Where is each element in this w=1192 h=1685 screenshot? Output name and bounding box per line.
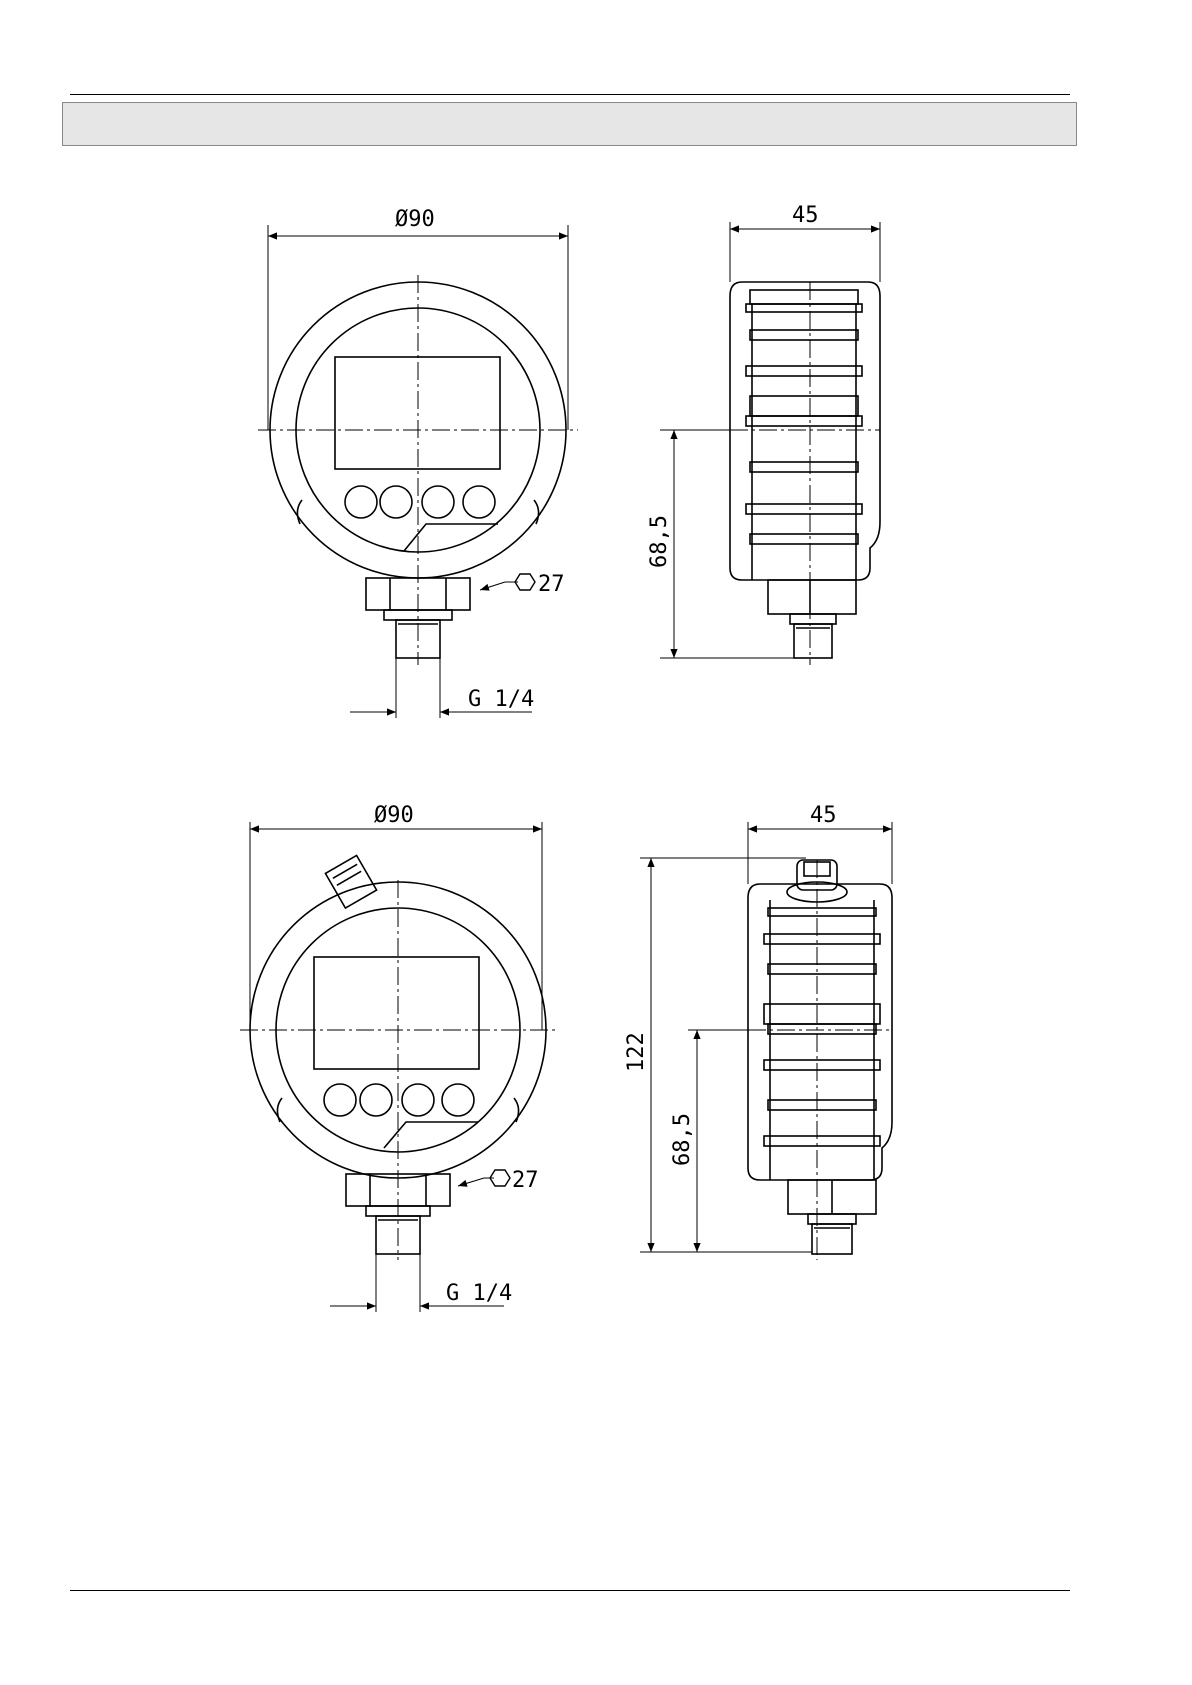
key-button [380,486,412,518]
height-label: 68,5 [647,515,672,568]
side-hex-nut [768,580,856,614]
bottom-side-labels: 45 122 68,5 [624,803,837,1166]
hex-size-label: 27 [538,572,565,597]
key-button [360,1084,392,1116]
key-button [463,486,495,518]
diameter-label: Ø90 [374,803,414,828]
key-button [345,486,377,518]
top-side-view [660,222,880,665]
cooling-ribs [764,900,880,1180]
bottom-side-view [640,822,892,1260]
cooling-ribs [746,290,862,580]
side-thread [794,624,832,658]
diameter-label: Ø90 [395,207,435,232]
display-window [314,957,479,1069]
width-label: 45 [792,203,819,228]
thread-label: G 1/4 [468,687,534,712]
height-label: 68,5 [670,1113,695,1166]
width-label: 45 [810,803,837,828]
bottom-front-labels: Ø90 27 G 1/4 [374,803,539,1306]
hex-size-label: 27 [512,1168,539,1193]
key-button [422,486,454,518]
side-collar [790,614,836,624]
key-button [324,1084,356,1116]
thread-label: G 1/4 [446,1281,512,1306]
total-height-label: 122 [624,1032,649,1072]
cable-connector [325,855,376,908]
key-button [402,1084,434,1116]
side-collar [808,1214,856,1224]
bottom-front-view [240,822,556,1312]
top-front-view [258,225,578,718]
key-button [442,1084,474,1116]
